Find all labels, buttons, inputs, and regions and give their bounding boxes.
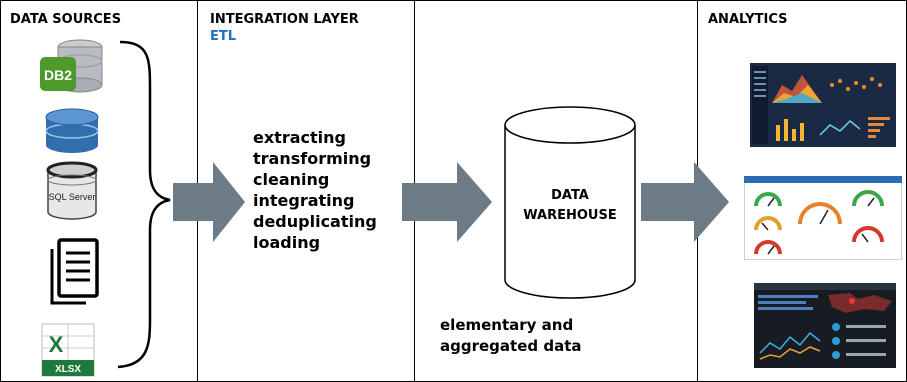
database-icon	[45, 108, 99, 153]
data-warehouse-cylinder	[504, 106, 636, 299]
integration-layer-title: INTEGRATION LAYER	[210, 12, 359, 27]
flow-arrow-3	[641, 162, 729, 242]
flow-arrow-2	[402, 162, 492, 242]
etl-step: transforming	[253, 149, 372, 168]
db2-icon: DB2	[40, 39, 103, 93]
svg-text:DB2: DB2	[44, 67, 72, 83]
etl-step: loading	[253, 233, 321, 252]
etl-step: integrating	[253, 191, 355, 210]
etl-step: cleaning	[253, 170, 330, 189]
documents-icon	[50, 238, 99, 305]
svg-text:XLSX: XLSX	[55, 364, 81, 375]
etl-step: deduplicating	[253, 212, 377, 231]
svg-text:X: X	[49, 332, 64, 357]
flow-arrow-1	[173, 162, 245, 242]
data-warehouse-label: DATA WAREHOUSE	[523, 188, 617, 223]
etl-subtitle: ETL	[210, 29, 237, 44]
data-sources-title: DATA SOURCES	[10, 12, 122, 27]
analytics-title: ANALYTICS	[708, 12, 788, 27]
dashboard-thumbnail-dark-report	[754, 283, 896, 368]
etl-steps-list: extracting transforming cleaning integra…	[253, 127, 377, 253]
dashboard-thumbnail-gauges	[744, 176, 902, 260]
sql-server-icon: SQL Server	[46, 161, 98, 220]
dashboard-thumbnail-charts	[750, 63, 896, 147]
svg-text:SQL Server: SQL Server	[49, 192, 96, 202]
xlsx-file-icon: X XLSX	[41, 323, 95, 377]
sources-brace	[117, 40, 171, 369]
etl-step: extracting	[253, 128, 346, 147]
warehouse-note: elementary and aggregated data	[440, 316, 582, 355]
